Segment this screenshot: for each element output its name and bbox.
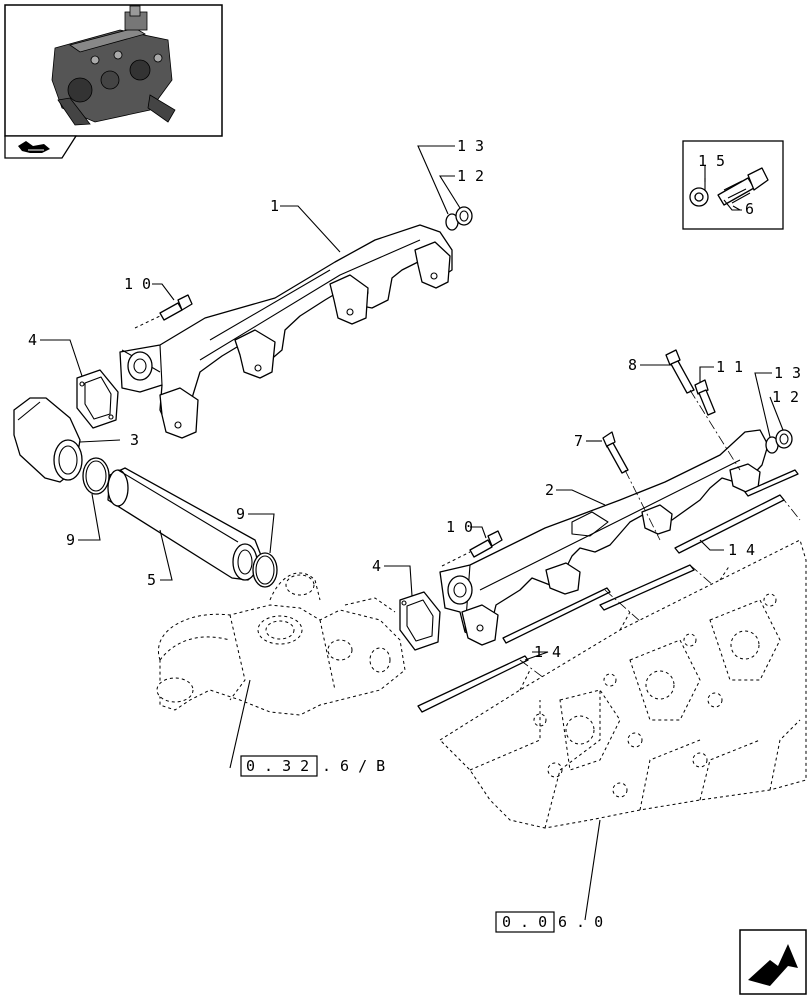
- callout-4-upper: 4: [28, 331, 37, 349]
- callout-3: 3: [130, 431, 139, 449]
- callout-13-right: 1 3: [774, 364, 801, 382]
- reference-0-06-0[interactable]: 0 . 0 6 . 0: [495, 911, 603, 933]
- callout-6: 6: [745, 200, 754, 218]
- callout-15: 1 5: [698, 152, 725, 170]
- nut-12-upper[interactable]: [455, 206, 473, 226]
- gasket-14-set[interactable]: [417, 469, 801, 713]
- gasket-4-lower[interactable]: [399, 591, 441, 651]
- callout-2: 2: [545, 481, 554, 499]
- pointer-hand-icon[interactable]: [4, 135, 78, 159]
- callout-9-left: 9: [66, 531, 75, 549]
- ref-b-rest: 6 . 0: [558, 913, 603, 931]
- callout-12-right: 1 2: [772, 388, 799, 406]
- o-ring-9-left[interactable]: [82, 457, 110, 495]
- bolt-7[interactable]: [602, 431, 661, 541]
- reference-0-32-6-b[interactable]: 0 . 3 2 . 6 / B: [240, 755, 385, 777]
- nut-12-right[interactable]: [775, 429, 793, 449]
- callout-13-upper: 1 3: [457, 137, 484, 155]
- callout-12-upper: 1 2: [457, 167, 484, 185]
- gasket-4-upper[interactable]: [76, 369, 119, 429]
- callout-8: 8: [628, 356, 637, 374]
- callout-10-upper: 1 0: [124, 275, 151, 293]
- inset-box: [682, 140, 784, 230]
- callout-14-lower: 1 4: [534, 643, 561, 661]
- ref-a-boxed: 0 . 3 2: [246, 757, 309, 775]
- elbow-3[interactable]: [13, 397, 83, 483]
- callout-5: 5: [147, 571, 156, 589]
- exhaust-manifold-1[interactable]: [119, 224, 453, 439]
- pipe-5[interactable]: [107, 467, 263, 581]
- callout-10-lower: 1 0: [446, 518, 473, 536]
- engine-thumbnail-icon[interactable]: [4, 4, 223, 137]
- callout-9-right: 9: [236, 505, 245, 523]
- bolt-10-lower[interactable]: [441, 530, 503, 567]
- leader-lines: [40, 145, 784, 921]
- callout-labels: 1 2 3 4 4 5 6 7 8 9 9 1 0 1 0 1 1 1 2 1 …: [28, 137, 801, 661]
- callout-7: 7: [574, 432, 583, 450]
- next-page-arrow-icon[interactable]: [739, 929, 807, 995]
- ref-b-boxed: 0 . 0: [502, 913, 547, 931]
- bolt-8[interactable]: [665, 349, 741, 471]
- callout-14-upper: 1 4: [728, 541, 755, 559]
- cylinder-head-reference: [439, 539, 807, 829]
- o-ring-9-right[interactable]: [252, 552, 278, 588]
- callout-1: 1: [270, 197, 279, 215]
- callout-11: 1 1: [716, 358, 743, 376]
- bolt-11[interactable]: [694, 379, 716, 416]
- turbocharger-reference: [156, 572, 406, 716]
- bolt-10-upper[interactable]: [134, 294, 193, 329]
- callout-4-lower: 4: [372, 557, 381, 575]
- ref-a-rest: . 6 / B: [322, 757, 385, 775]
